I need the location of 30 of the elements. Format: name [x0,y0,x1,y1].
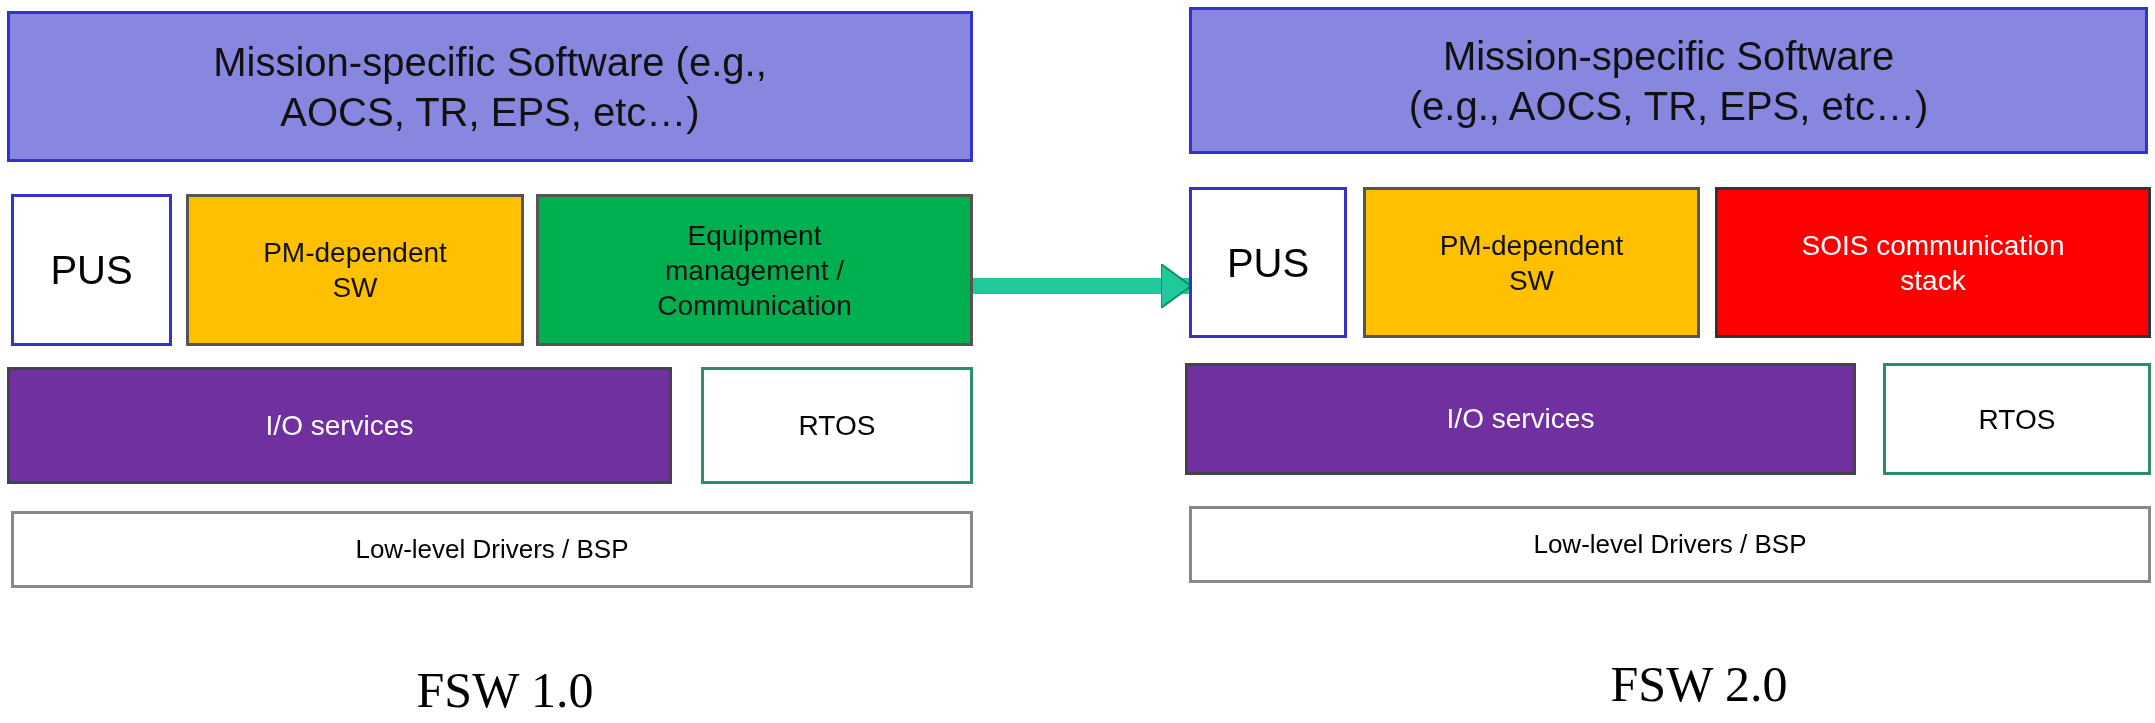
layer-label: PM-dependent SW [262,236,448,305]
layer-label: PUS [50,247,133,294]
software-layer-box [11,194,172,346]
version-label: FSW 1.0 [416,665,594,715]
layer-label: Low-level Drivers / BSP [1533,528,1807,561]
layer-label: PM-dependent SW [1438,228,1625,298]
software-layer-box [1715,187,2151,338]
layer-label: RTOS [798,409,876,443]
software-layer-box [536,194,973,346]
layer-label: I/O services [265,408,414,443]
software-layer-box [1189,7,2148,154]
layer-label: I/O services [1446,402,1595,436]
layer-label: PUS [1226,239,1310,287]
version-label: FSW 2.0 [1610,659,1788,709]
layer-label: Equipment management / Communication [656,218,853,323]
software-layer-box [701,367,973,484]
layer-label: Low-level Drivers / BSP [355,533,629,566]
layer-label: RTOS [1978,402,2056,437]
software-layer-box [7,11,973,162]
software-layer-box [186,194,524,346]
layer-label: SOIS communication stack [1800,228,2066,298]
software-layer-box [1189,506,2151,583]
layer-label: Mission-specific Software (e.g., AOCS, TR, EPS, etc…) [1407,32,1930,130]
software-layer-box [1185,363,1856,475]
software-layer-box [11,511,973,588]
software-layer-box [1883,363,2151,475]
software-layer-box [1189,187,1347,338]
software-layer-box [1363,187,1700,338]
layer-label: Mission-specific Software (e.g., AOCS, TR, EPS, etc…) [212,38,768,136]
software-layer-box [7,367,672,484]
